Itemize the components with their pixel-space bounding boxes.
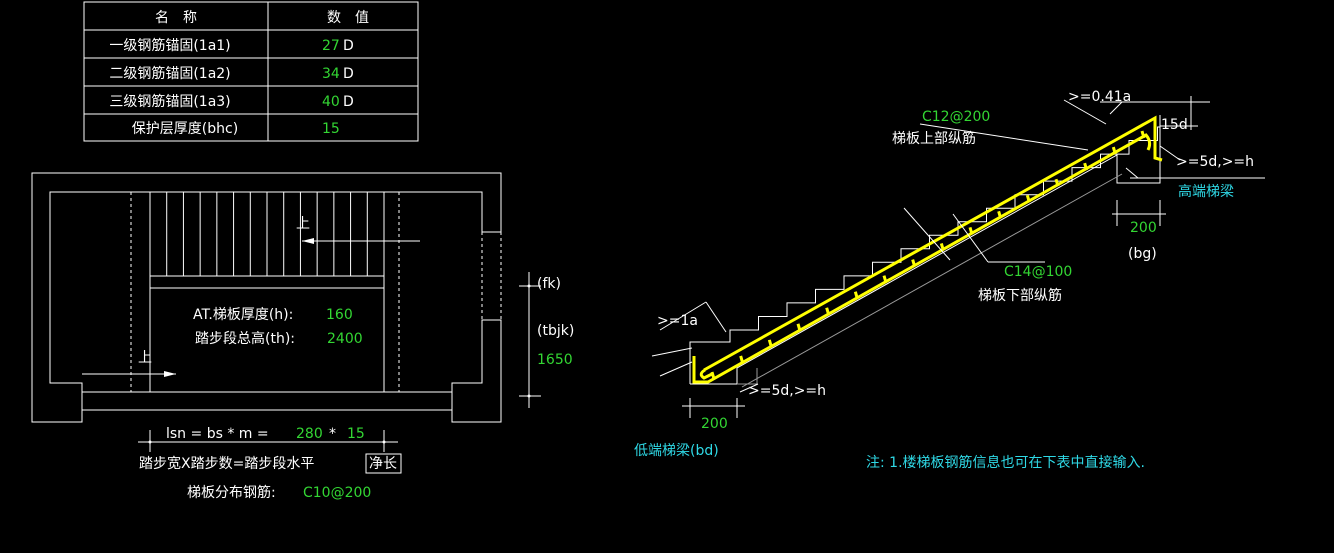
total-height-label: 踏步段总高(th): — [195, 330, 295, 347]
table-border — [83, 1, 419, 142]
hook-15d-label: 15d — [1161, 117, 1188, 133]
table-header-value: 数 值 — [327, 10, 369, 26]
total-height-value[interactable]: 2400 — [327, 331, 363, 347]
table-row-value[interactable]: 15 — [322, 121, 340, 137]
table-row-name: 二级钢筋锚固(1a2) — [109, 65, 230, 82]
stair-section: >=0.41a C12@200 梯板上部纵筋 15d >=5d,>=h 高端梯梁… — [634, 89, 1265, 471]
table-row-unit: D — [343, 66, 354, 82]
lsn-formula: lsn = bs * m = — [166, 426, 269, 442]
step-caption-boxed: 净长 — [369, 456, 397, 472]
bottom-bar-value[interactable]: C14@100 — [1004, 264, 1072, 280]
distribution-bar-mark — [939, 243, 945, 251]
bottom-bar-label: 梯板下部纵筋 — [978, 287, 1062, 304]
plan-treads — [166, 192, 368, 276]
table-row-unit: D — [343, 38, 354, 54]
table-row-value[interactable]: 40 — [322, 94, 340, 110]
distribution-bar-mark — [1083, 162, 1089, 171]
up-label-top: 上 — [296, 216, 310, 232]
low-end-embed-label: >=5d,>=h — [748, 383, 826, 399]
distribution-bar-mark — [968, 226, 974, 235]
distribution-bar-mark — [1140, 130, 1146, 139]
step-caption: 踏步宽X踏步数=踏步段水平 — [139, 455, 314, 472]
fk-label: (fk) — [537, 276, 561, 292]
distribution-bar-mark — [911, 259, 917, 267]
anchor-top-label: >=0.41a — [1068, 89, 1131, 105]
table-row-name: 一级钢筋锚固(1a1) — [109, 37, 230, 54]
distribution-bar-marks — [710, 130, 1146, 380]
distribution-label: 梯板分布钢筋: — [187, 484, 276, 501]
top-bar-label: 梯板上部纵筋 — [892, 130, 976, 147]
distribution-bar-mark — [710, 371, 716, 380]
step-width-value[interactable]: 280 — [296, 426, 323, 442]
table-row-name: 三级钢筋锚固(1a3) — [109, 93, 230, 110]
distribution-bar-mark — [739, 355, 745, 364]
distribution-bar-mark — [882, 275, 888, 284]
distribution-bar-mark — [1025, 194, 1031, 203]
anchor-low-label: >=1a — [657, 313, 698, 329]
times-sign: * — [329, 426, 336, 442]
section-step-profile — [705, 115, 1161, 343]
distribution-bar-mark — [1111, 146, 1117, 155]
distribution-bar-mark — [796, 323, 802, 332]
distribution-bar-mark — [997, 210, 1003, 219]
low-beam-label: 低端梯梁(bd) — [634, 443, 719, 459]
up-label-bottom: 上 — [138, 350, 152, 366]
step-caption-box — [365, 453, 402, 474]
distribution-bar-mark — [767, 339, 773, 348]
table-header-name: 名 称 — [155, 10, 197, 26]
table-row-value[interactable]: 34 — [322, 66, 340, 82]
tbjk-label: (tbjk) — [537, 323, 574, 339]
high-beam-width[interactable]: 200 — [1130, 220, 1157, 236]
top-rebar — [703, 115, 1163, 372]
table-row-unit: D — [343, 94, 354, 110]
bottom-rebar — [692, 133, 1152, 384]
high-beam-label: 高端梯梁 — [1178, 183, 1234, 200]
distribution-value[interactable]: C10@200 — [303, 485, 371, 501]
up-arrow-icon — [164, 371, 176, 377]
top-bar-value[interactable]: C12@200 — [922, 109, 990, 125]
parameter-table: 名 称 数 值 一级钢筋锚固(1a1) 27 D 二级钢筋锚固(1a2) 34 … — [83, 1, 419, 142]
distribution-bar-mark — [1054, 178, 1060, 187]
low-hook — [699, 368, 713, 380]
section-soffit-line — [741, 173, 1123, 388]
plan-wall-outer — [31, 172, 502, 423]
note-text: 注: 1.楼梯板钢筋信息也可在下表中直接输入. — [866, 454, 1145, 471]
thickness-value[interactable]: 160 — [326, 307, 353, 323]
low-beam-width[interactable]: 200 — [701, 416, 728, 432]
high-end-embed-label: >=5d,>=h — [1176, 154, 1254, 170]
stair-plan: 上 上 AT.梯板厚度(h): 160 踏步段总高(th): 2400 (fk)… — [31, 172, 574, 501]
high-beam-code: (bg) — [1128, 246, 1157, 262]
table-row-value[interactable]: 27 — [322, 38, 340, 54]
plan-wall-right-bottom — [451, 319, 502, 423]
thickness-label: AT.梯板厚度(h): — [193, 307, 293, 323]
up-arrow-icon — [302, 238, 314, 244]
step-count-value[interactable]: 15 — [347, 426, 365, 442]
table-row-name: 保护层厚度(bhc) — [132, 121, 238, 137]
distribution-bar-mark — [825, 307, 831, 316]
distribution-bar-mark — [853, 291, 859, 300]
tbjk-value[interactable]: 1650 — [537, 352, 573, 368]
